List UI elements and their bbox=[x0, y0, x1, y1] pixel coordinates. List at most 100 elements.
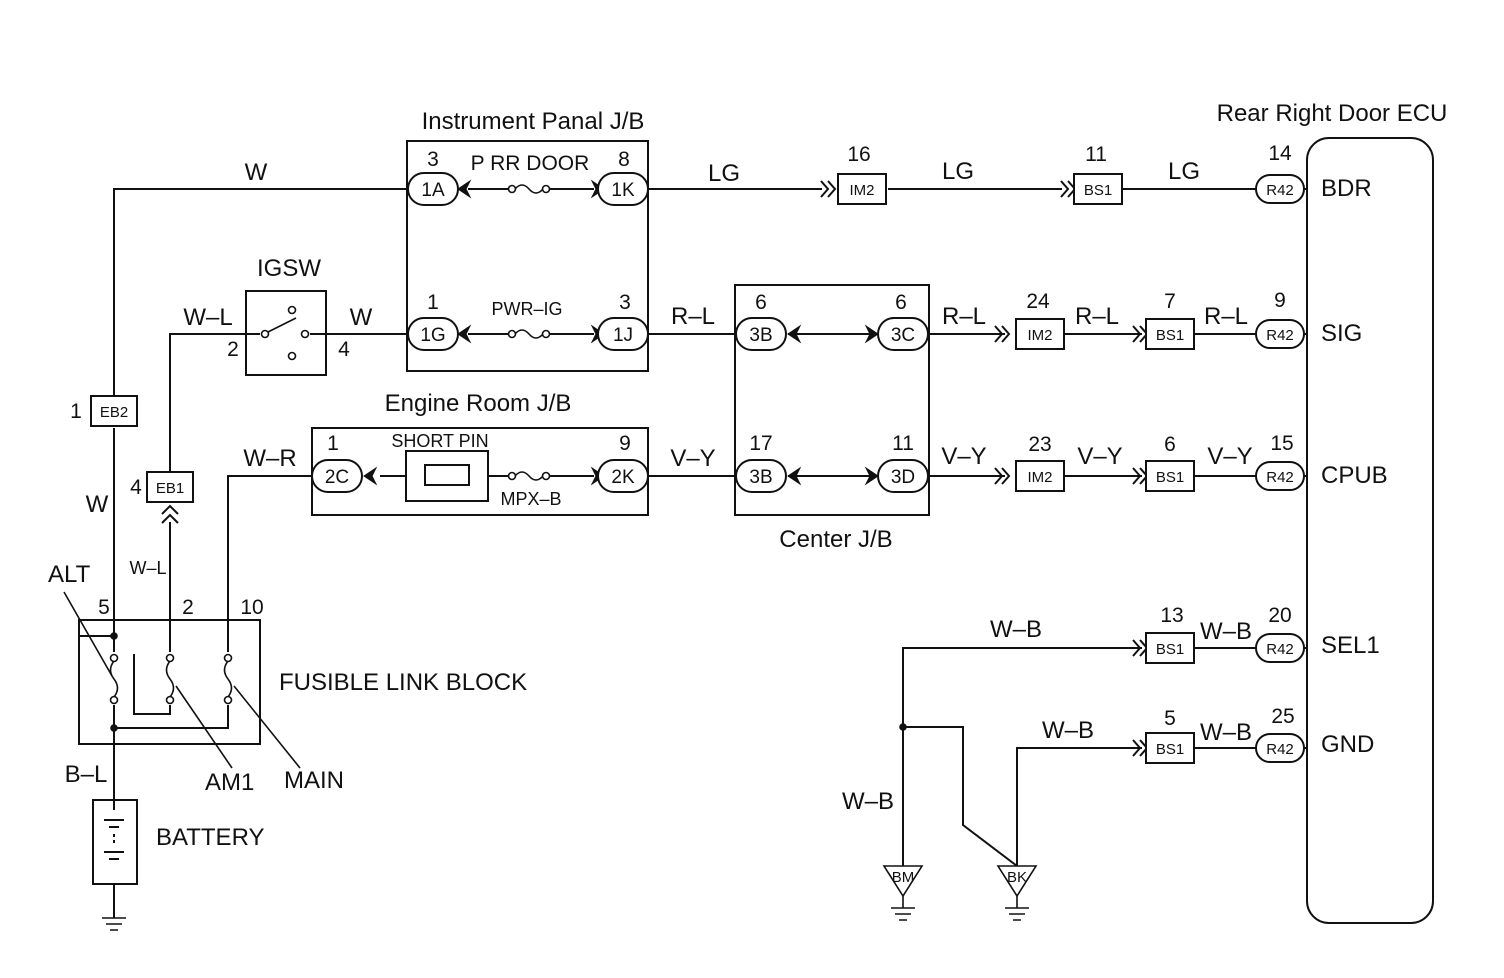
fuse-link-main-label: MAIN bbox=[284, 767, 344, 794]
ecu-pin-cpub: CPUB bbox=[1321, 462, 1388, 489]
svg-text:2: 2 bbox=[227, 338, 239, 361]
svg-text:11: 11 bbox=[892, 432, 914, 455]
terminal-3b-bottom bbox=[735, 459, 787, 493]
svg-text:2K: 2K bbox=[611, 467, 635, 488]
svg-text:7: 7 bbox=[1164, 290, 1176, 313]
svg-text:6: 6 bbox=[895, 291, 907, 314]
svg-text:R–L: R–L bbox=[942, 303, 986, 330]
svg-text:BS1: BS1 bbox=[1156, 641, 1184, 658]
svg-text:1J: 1J bbox=[613, 325, 633, 346]
svg-text:LG: LG bbox=[942, 158, 974, 185]
svg-text:4: 4 bbox=[130, 476, 142, 499]
ecu-pin-bdr: BDR bbox=[1321, 175, 1372, 202]
svg-text:24: 24 bbox=[1026, 290, 1050, 313]
svg-text:1: 1 bbox=[427, 291, 439, 314]
svg-text:9: 9 bbox=[1274, 289, 1286, 312]
svg-text:3D: 3D bbox=[891, 467, 915, 488]
connector-im2-sig bbox=[1015, 318, 1065, 350]
connector-eb1 bbox=[146, 471, 194, 503]
svg-text:R42: R42 bbox=[1266, 327, 1294, 344]
svg-text:9: 9 bbox=[619, 432, 631, 455]
ecu-connector-gnd bbox=[1255, 733, 1305, 763]
ecu-connector-sig bbox=[1255, 319, 1305, 349]
svg-text:W–R: W–R bbox=[243, 445, 296, 472]
svg-text:1: 1 bbox=[70, 400, 82, 423]
svg-text:W–B: W–B bbox=[1042, 717, 1094, 744]
terminal-1g bbox=[407, 317, 459, 351]
svg-text:23: 23 bbox=[1028, 433, 1051, 456]
rear-right-door-ecu-title: Rear Right Door ECU bbox=[1217, 100, 1448, 127]
svg-text:17: 17 bbox=[749, 432, 772, 455]
fuse-link-alt-label: ALT bbox=[48, 561, 91, 588]
ecu-pin-sig: SIG bbox=[1321, 320, 1362, 347]
jb-terminals bbox=[311, 172, 929, 493]
svg-text:R42: R42 bbox=[1266, 182, 1294, 199]
ecu-connector-bdr bbox=[1255, 174, 1305, 204]
svg-text:1K: 1K bbox=[611, 180, 635, 201]
svg-text:2: 2 bbox=[182, 596, 194, 619]
svg-text:1: 1 bbox=[327, 432, 339, 455]
ecu-pin-gnd: GND bbox=[1321, 731, 1374, 758]
jb-arrowheads bbox=[363, 179, 879, 486]
terminal-1k bbox=[597, 172, 649, 206]
pin-numbers: 1 4 2 4 3 8 1 3 1 9 6 6 17 11 16 24 23 1… bbox=[70, 142, 1295, 730]
igsw-title: IGSW bbox=[257, 255, 321, 282]
engine-room-jb-title: Engine Room J/B bbox=[385, 390, 572, 417]
ground-bm-label: BM bbox=[892, 869, 915, 886]
battery-icon bbox=[92, 799, 138, 885]
connector-bs1-sig bbox=[1145, 318, 1195, 350]
fusible-link-block-title: FUSIBLE LINK BLOCK bbox=[279, 669, 527, 696]
ground-bk-icon bbox=[996, 865, 1038, 921]
svg-text:LG: LG bbox=[708, 160, 740, 187]
svg-text:11: 11 bbox=[1085, 143, 1107, 166]
svg-text:3: 3 bbox=[427, 148, 439, 171]
jb-fuses bbox=[507, 184, 551, 481]
battery-title: BATTERY bbox=[156, 824, 264, 851]
svg-text:BS1: BS1 bbox=[1084, 182, 1112, 199]
connector-bs1-cpub bbox=[1145, 460, 1195, 492]
center-jb-title: Center J/B bbox=[779, 526, 892, 553]
svg-text:3B: 3B bbox=[749, 325, 772, 346]
svg-text:EB2: EB2 bbox=[100, 404, 128, 421]
instrument-panel-jb-box bbox=[406, 140, 649, 372]
fuse-link-am1-label: AM1 bbox=[205, 769, 254, 796]
igsw-switch-icon bbox=[260, 305, 310, 361]
svg-text:1G: 1G bbox=[420, 325, 445, 346]
wire-color-labels: W W–L W W–R W W–L B–L LG LG LG R–L R–L R… bbox=[65, 158, 1253, 815]
terminal-3d bbox=[877, 459, 929, 493]
svg-text:14: 14 bbox=[1268, 142, 1292, 165]
svg-text:W: W bbox=[86, 491, 109, 518]
svg-text:V–Y: V–Y bbox=[670, 445, 715, 472]
svg-text:W–B: W–B bbox=[1200, 618, 1252, 645]
ecu-connectors: R42 R42 R42 R42 R42 bbox=[1255, 174, 1305, 763]
svg-text:IM2: IM2 bbox=[849, 182, 874, 199]
terminal-2c bbox=[311, 459, 363, 493]
ecu-pin-sel1: SEL1 bbox=[1321, 632, 1380, 659]
svg-text:15: 15 bbox=[1270, 432, 1293, 455]
terminal-3b-top bbox=[735, 317, 787, 351]
svg-text:5: 5 bbox=[1164, 707, 1176, 730]
terminal-codes: 1A 1K 1G 1J 2C 2K 3B 3C 3B 3D bbox=[325, 180, 915, 488]
svg-text:16: 16 bbox=[847, 143, 870, 166]
svg-text:IM2: IM2 bbox=[1027, 327, 1052, 344]
svg-text:BS1: BS1 bbox=[1156, 327, 1184, 344]
ground-bk-label: BK bbox=[1007, 869, 1027, 886]
svg-text:10: 10 bbox=[240, 596, 263, 619]
terminal-3c bbox=[877, 317, 929, 351]
connector-bs1-gnd bbox=[1145, 732, 1195, 764]
svg-text:IM2: IM2 bbox=[1027, 469, 1052, 486]
svg-text:W–B: W–B bbox=[1200, 719, 1252, 746]
terminal-2k bbox=[597, 459, 649, 493]
connector-bs1-sel1 bbox=[1145, 632, 1195, 664]
ground-icon bbox=[102, 917, 126, 931]
connector-im2-cpub bbox=[1015, 460, 1065, 492]
svg-text:BS1: BS1 bbox=[1156, 469, 1184, 486]
rear-right-door-ecu-box bbox=[1306, 137, 1434, 924]
svg-text:1A: 1A bbox=[421, 180, 445, 201]
svg-text:4: 4 bbox=[338, 338, 350, 361]
svg-text:LG: LG bbox=[1168, 158, 1200, 185]
wires bbox=[79, 188, 1307, 918]
connector-im2-bdr bbox=[837, 173, 887, 205]
svg-text:V–Y: V–Y bbox=[1077, 443, 1122, 470]
